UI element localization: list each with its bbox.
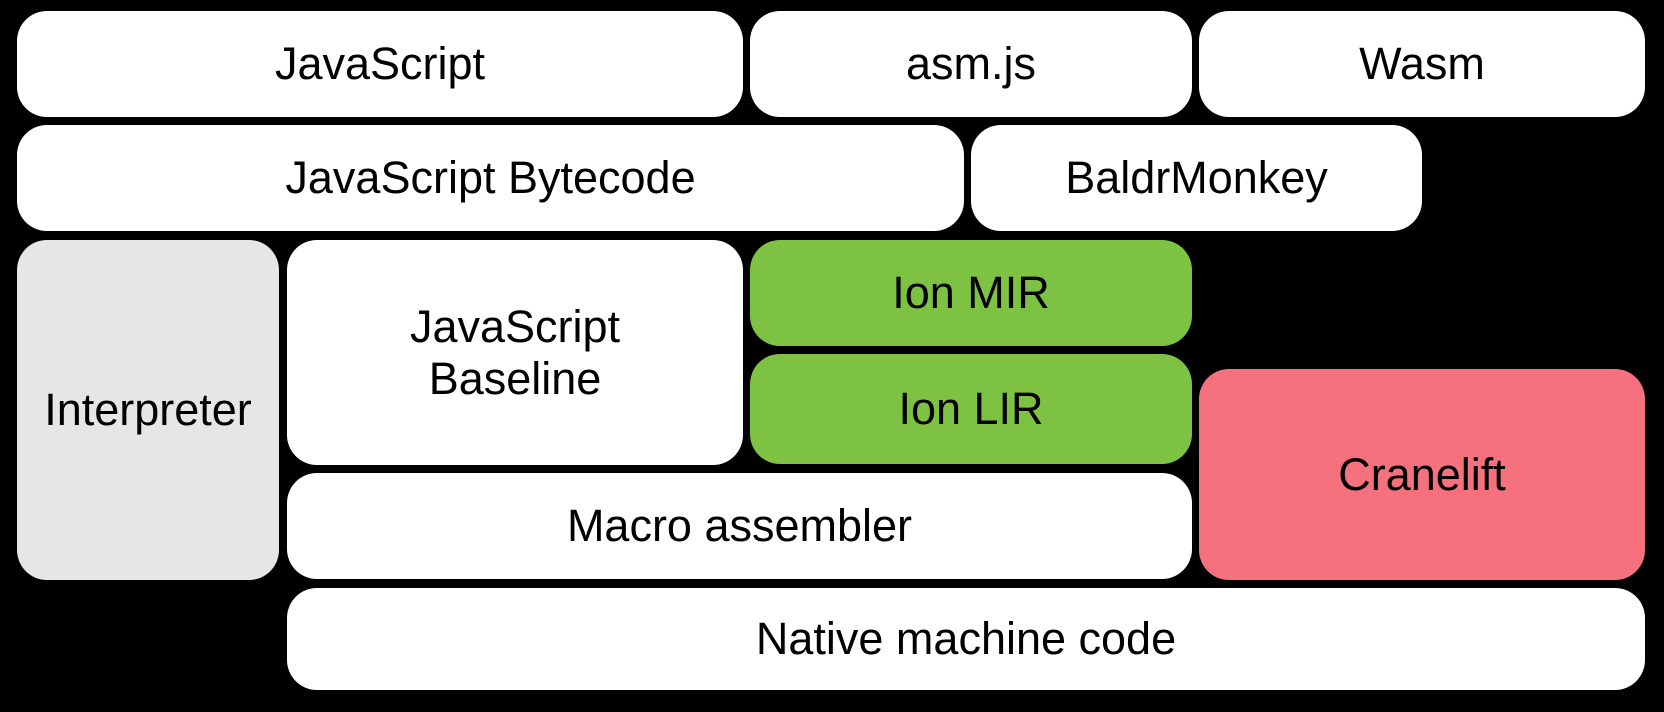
node-ion-mir: Ion MIR xyxy=(750,240,1192,346)
node-macro-assembler: Macro assembler xyxy=(287,473,1192,579)
node-asmjs: asm.js xyxy=(750,11,1192,117)
node-javascript-baseline: JavaScript Baseline xyxy=(287,240,743,465)
node-javascript-bytecode: JavaScript Bytecode xyxy=(17,125,964,231)
node-ion-lir: Ion LIR xyxy=(750,354,1192,464)
node-interpreter: Interpreter xyxy=(17,240,279,580)
node-javascript: JavaScript xyxy=(17,11,743,117)
node-wasm: Wasm xyxy=(1199,11,1645,117)
node-baldrmonkey: BaldrMonkey xyxy=(971,125,1422,231)
node-cranelift: Cranelift xyxy=(1199,369,1645,580)
node-native-machine-code: Native machine code xyxy=(287,588,1645,690)
